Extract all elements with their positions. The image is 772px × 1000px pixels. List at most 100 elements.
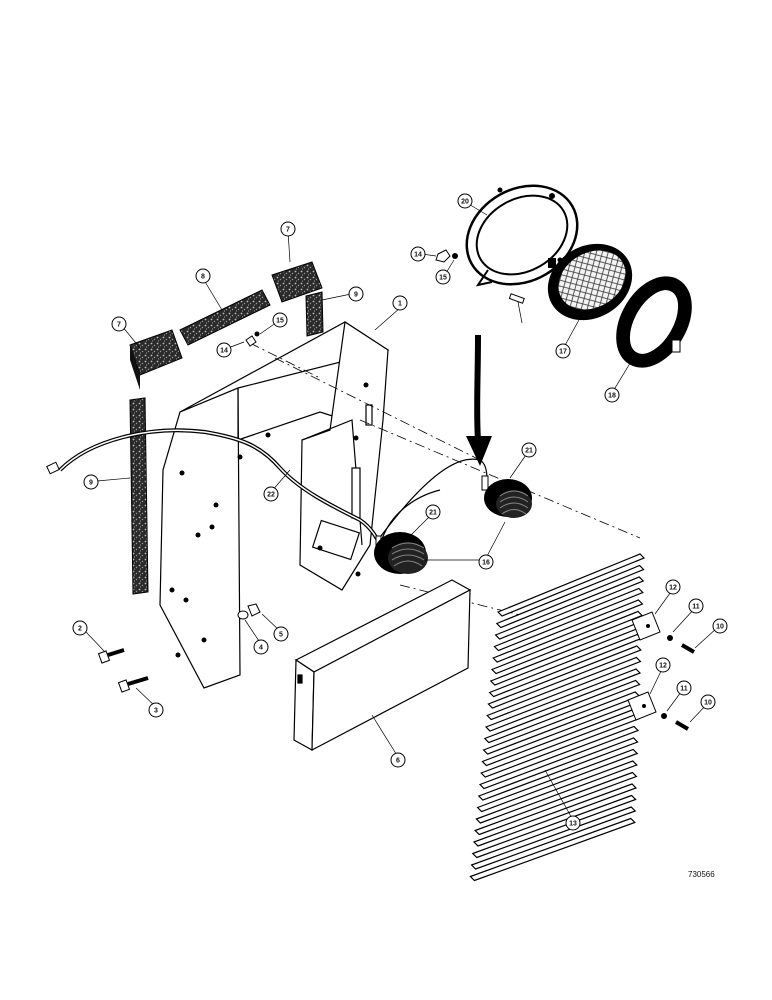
callout-7: 7: [280, 221, 296, 237]
grille: [469, 553, 646, 882]
grille-slat: [477, 737, 639, 801]
grille-slat: [496, 553, 646, 617]
grille-slat: [487, 645, 642, 709]
callout-circle: [280, 221, 296, 237]
callout-label: 7: [117, 322, 121, 329]
callout-label: 10: [704, 700, 712, 707]
callout-label: 9: [354, 292, 358, 299]
grille-bracket-upper: [631, 611, 661, 641]
callout-label: 15: [439, 275, 447, 282]
fasteners-upper: [667, 635, 696, 654]
callout-circle: [195, 268, 211, 284]
callout-10: 10: [700, 694, 716, 710]
grille-slat: [494, 576, 645, 640]
callout-circle: [700, 694, 716, 710]
grille-slat: [478, 725, 640, 790]
callout-circle: [272, 312, 288, 328]
callout-11: 11: [676, 680, 692, 696]
callout-label: 21: [525, 448, 533, 455]
callout-7: 7: [111, 316, 127, 332]
grille-slat: [492, 599, 644, 663]
callout-circle: [712, 618, 728, 634]
grille-slat: [484, 668, 642, 732]
callout-circle: [425, 504, 441, 520]
callout-circle: [263, 486, 279, 502]
washer-nut: [237, 603, 261, 620]
callout-circle: [676, 680, 692, 696]
fasteners-lower: [661, 713, 690, 731]
callout-label: 12: [669, 585, 677, 592]
grille-bracket-lower: [627, 691, 657, 721]
cover-panel: [293, 579, 472, 752]
callout-label: 18: [608, 393, 616, 400]
callout-circle: [478, 554, 494, 570]
callout-label: 16: [482, 560, 490, 567]
callout-label: 12: [659, 663, 667, 670]
callout-21: 21: [425, 504, 441, 520]
callout-6: 6: [390, 752, 406, 768]
callout-label: 4: [259, 645, 263, 652]
callout-circle: [348, 286, 364, 302]
callout-label: 8: [201, 274, 205, 281]
grille-slat: [476, 748, 639, 813]
callout-label: 14: [414, 252, 422, 259]
callout-9: 9: [83, 474, 99, 490]
callout-label: 22: [267, 492, 275, 499]
callout-circle: [111, 316, 127, 332]
callout-circle: [72, 620, 88, 636]
callout-label: 20: [461, 199, 469, 206]
callout-label: 10: [716, 624, 724, 631]
callout-label: 11: [692, 604, 700, 611]
callout-15: 15: [272, 312, 288, 328]
seal-strip-top: [179, 289, 271, 346]
callout-label: 11: [680, 686, 688, 693]
seal-strip-short: [305, 291, 324, 337]
callout-label: 9: [89, 480, 93, 487]
callout-22: 22: [263, 486, 279, 502]
sealed-beam-lamp: [547, 243, 633, 321]
callout-label: 3: [154, 708, 158, 715]
callout-10: 10: [712, 618, 728, 634]
callout-label: 1: [398, 301, 402, 308]
callout-circle: [273, 626, 289, 642]
drawing-number: 730566: [688, 870, 715, 879]
callout-label: 6: [396, 758, 400, 765]
callout-label: 7: [286, 227, 290, 234]
bolt-lower: [117, 676, 149, 693]
grille-slat: [495, 564, 645, 629]
bolt-upper: [97, 648, 125, 664]
callout-circle: [688, 598, 704, 614]
mounting-ring: [465, 184, 579, 287]
flood-lamp-right: [484, 479, 532, 518]
callout-circle: [148, 702, 164, 718]
callout-18: 18: [604, 387, 620, 403]
grille-slat: [469, 817, 636, 882]
callout-circle: [665, 579, 681, 595]
callout-20: 20: [457, 193, 473, 209]
callout-13: 13: [565, 815, 581, 831]
callout-label: 13: [569, 821, 577, 828]
callout-circle: [435, 269, 451, 285]
grille-slat: [471, 794, 637, 859]
callout-14: 14: [216, 342, 232, 358]
callout-12: 12: [665, 579, 681, 595]
callout-14: 14: [410, 246, 426, 262]
callout-circle: [390, 752, 406, 768]
grille-slat: [486, 656, 642, 721]
callout-label: 15: [276, 318, 284, 325]
wiring-harness: [46, 428, 489, 550]
callouts: 1234567789910101111121213141415151617182…: [72, 193, 728, 831]
callout-circle: [521, 442, 537, 458]
direction-arrow: [466, 334, 492, 466]
callout-label: 14: [220, 348, 228, 355]
grille-slat: [472, 783, 638, 847]
seal-strip-vertical: [129, 397, 149, 595]
callout-circle: [410, 246, 426, 262]
callout-circle: [655, 657, 671, 673]
seal-strip-upper-left: [129, 329, 183, 390]
callout-circle: [83, 474, 99, 490]
callout-17: 17: [555, 343, 571, 359]
grille-slat: [483, 679, 641, 744]
grille-slat: [474, 771, 638, 836]
